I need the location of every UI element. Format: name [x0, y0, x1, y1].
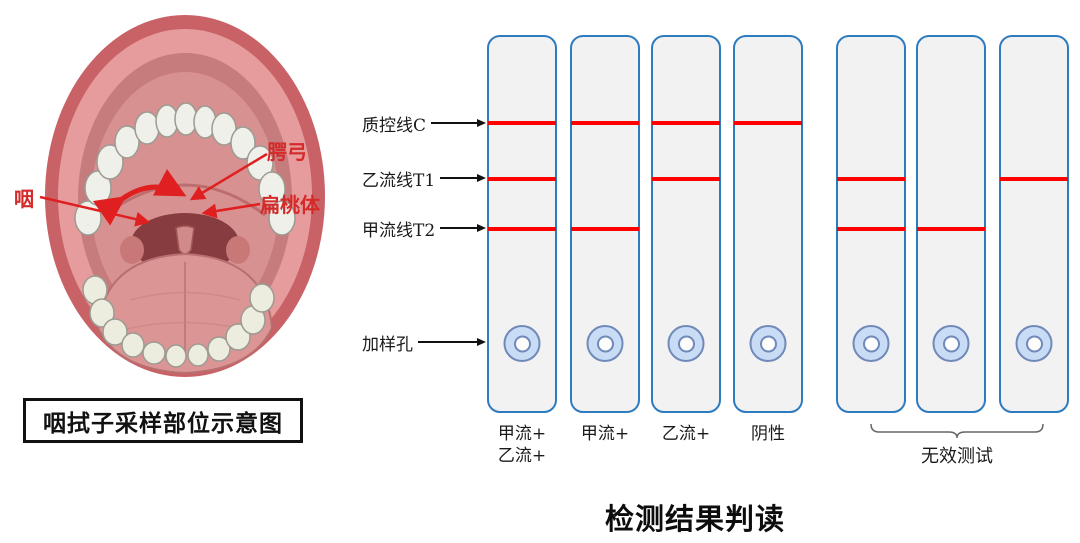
- tonsil-label: 扁桃体: [260, 193, 320, 217]
- tonsil-right: [226, 236, 250, 264]
- strip-3-result-label: 乙流+: [661, 424, 711, 444]
- test-strip-6: [916, 35, 986, 413]
- test-strip-4: [733, 35, 803, 413]
- test-strip-7: [999, 35, 1069, 413]
- t2-line-label: 甲流线T2: [362, 220, 436, 241]
- control-line-label: 质控线C: [362, 115, 427, 136]
- c-line: [488, 121, 556, 125]
- c-line: [652, 121, 720, 125]
- t2-line: [571, 227, 639, 231]
- control-line-annotation: 质控线C: [362, 112, 486, 136]
- sampling-site-caption-text: 咽拭子采样部位示意图: [43, 410, 283, 437]
- t2-line-annotation: 甲流线T2: [362, 217, 486, 241]
- sample-well-hole: [596, 335, 614, 352]
- sample-well-annotation: 加样孔: [362, 331, 486, 355]
- strip-4-result-label: 阴性: [751, 424, 785, 444]
- t2-line: [488, 227, 556, 231]
- t1-line-label: 乙流线T1: [362, 170, 436, 191]
- test-strip-5: [836, 35, 906, 413]
- sample-well-hole: [942, 335, 960, 352]
- sample-well: [749, 325, 787, 362]
- lower-teeth: [82, 275, 275, 368]
- sampling-site-caption: 咽拭子采样部位示意图: [23, 398, 303, 443]
- strip-1-result-label: 甲流+: [497, 424, 547, 444]
- sample-well-hole: [862, 335, 880, 352]
- t1-line: [652, 177, 720, 181]
- sample-well-hole: [513, 335, 531, 352]
- t1-line: [488, 177, 556, 181]
- palatal-arch-double-arrow: [92, 169, 187, 226]
- sample-well-hole: [759, 335, 777, 352]
- test-strip-2: [570, 35, 640, 413]
- right-arrow: [440, 174, 486, 182]
- t1-line-annotation: 乙流线T1: [362, 167, 486, 191]
- t2-line: [837, 227, 905, 231]
- sample-well: [932, 325, 970, 362]
- sample-well-hole: [1025, 335, 1043, 352]
- t1-line: [837, 177, 905, 181]
- right-arrow: [418, 338, 486, 346]
- tonsil-pointer-line: [201, 202, 261, 219]
- t2-line: [917, 227, 985, 231]
- right-arrow: [431, 119, 486, 127]
- test-strip-1: [487, 35, 557, 413]
- page-title: 检测结果判读: [604, 502, 785, 536]
- right-arrow: [440, 224, 486, 232]
- t1-line: [1000, 177, 1068, 181]
- sample-well: [1015, 325, 1053, 362]
- c-line: [571, 121, 639, 125]
- sample-well-label: 加样孔: [362, 334, 413, 355]
- sample-well-hole: [677, 335, 695, 352]
- sample-well: [503, 325, 541, 362]
- sample-well: [667, 325, 705, 362]
- palatal-arch-pointer-line: [189, 152, 268, 201]
- strip-2-result-label: 甲流+: [580, 424, 630, 444]
- strip-1-result-label: 乙流+: [497, 446, 547, 466]
- invalid-test-label: 无效测试: [921, 446, 993, 467]
- c-line: [734, 121, 802, 125]
- sample-well: [852, 325, 890, 362]
- pharynx-label: 咽: [14, 187, 34, 211]
- sample-well: [586, 325, 624, 362]
- invalid-group-brace: [870, 423, 1044, 439]
- open-mouth-illustration: [39, 15, 325, 377]
- palatal-arch-label: 腭弓: [267, 140, 307, 164]
- pharynx-pointer-line: [39, 195, 151, 227]
- uvula: [175, 225, 195, 255]
- tonsil-left: [120, 236, 144, 264]
- test-strip-3: [651, 35, 721, 413]
